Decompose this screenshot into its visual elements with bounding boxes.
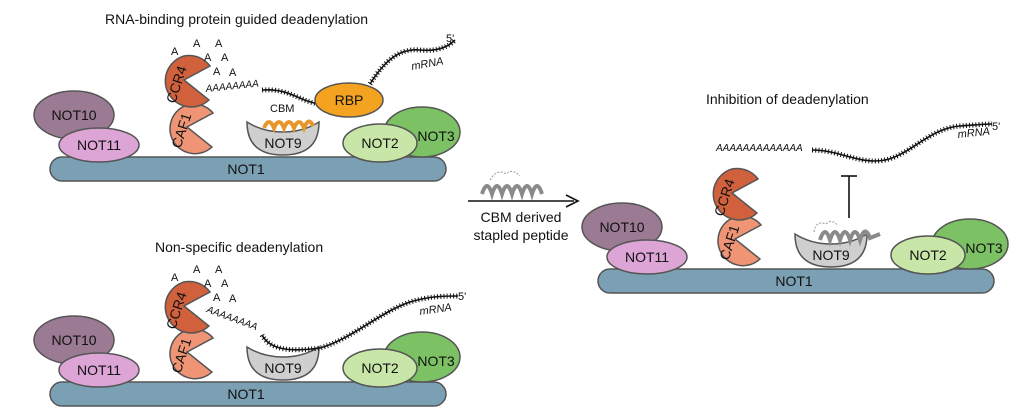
not1-label: NOT1 (775, 273, 813, 289)
not2-label: NOT2 (909, 247, 947, 263)
panel-title: Inhibition of deadenylation (706, 91, 869, 107)
free-adenosine: A (229, 293, 237, 305)
not10-label: NOT10 (51, 332, 96, 348)
rbp-label: RBP (335, 92, 364, 108)
free-adenosine: A (171, 46, 179, 58)
five-prime-label: 5' (446, 33, 454, 45)
not1-label: NOT1 (227, 161, 265, 177)
not11-subunit (606, 239, 688, 275)
free-adenosine: A (215, 264, 223, 276)
caf1-subunit (169, 328, 215, 380)
mrna-ticks (261, 87, 321, 107)
free-adenosine: A (229, 67, 237, 79)
five-prime-label: 5' (992, 121, 1000, 133)
not2-subunit (342, 348, 418, 388)
not2-subunit (342, 123, 418, 163)
not3-label: NOT3 (417, 128, 455, 144)
mrna-strand (261, 295, 459, 351)
not9-label: NOT9 (264, 360, 302, 376)
free-adenosine: A (221, 278, 229, 290)
not9-subunit (246, 345, 320, 381)
free-adenosine: A (213, 292, 221, 304)
ccr4-subunit (712, 167, 760, 221)
rbp-protein (314, 82, 384, 118)
caf1-subunit (717, 215, 763, 267)
ccr4-subunit (164, 280, 212, 334)
not1-bar (49, 381, 447, 407)
not2-label: NOT2 (361, 135, 399, 151)
arrow-caption-line1: CBM derived (481, 209, 562, 225)
not11-label: NOT11 (77, 137, 121, 153)
not10-label: NOT10 (599, 219, 644, 235)
mrna-label: mRNA (957, 126, 990, 141)
not1-bar (597, 268, 995, 294)
not1-label: NOT1 (227, 386, 265, 402)
not2-label: NOT2 (361, 360, 399, 376)
mrna-label: mRNA (410, 56, 444, 73)
mrna-label: mRNA (419, 302, 453, 318)
not11-label: NOT11 (77, 362, 121, 378)
cbm-helix (262, 119, 315, 134)
panel-rbp-guided: RNA-binding protein guided deadenylation… (33, 11, 461, 182)
mrna-ticks-5p (367, 38, 457, 86)
stapled-peptide-icon (480, 184, 544, 201)
transition-arrow: CBM derived stapled peptide (468, 170, 580, 243)
caf1-subunit (169, 103, 215, 155)
not2-subunit (890, 235, 966, 275)
free-adenosine: A (215, 38, 223, 50)
mrna-strand (811, 123, 993, 162)
panel-non-specific: Non-specific deadenylation NOT1 NOT10 NO… (33, 239, 466, 407)
ccr4-subunit (164, 54, 212, 108)
free-adenosine: A (193, 264, 201, 276)
not1-bar (49, 156, 447, 182)
poly-a-tail: AAAAAAAA (204, 304, 259, 333)
poly-a-tail: AAAAAAAA (204, 78, 260, 95)
free-adenosine: A (193, 38, 201, 50)
not9-label: NOT9 (264, 135, 302, 151)
panel-inhibition: Inhibition of deadenylation NOT1 NOT10 N… (581, 91, 1009, 294)
stapled-peptide (818, 229, 881, 247)
arrow-head-icon (565, 194, 580, 208)
poly-a-tail: AAAAAAAAAAAAA (715, 143, 803, 154)
free-adenosine: A (171, 272, 179, 284)
panel-title: RNA-binding protein guided deadenylation (105, 11, 368, 27)
cbm-label: CBM (270, 103, 294, 115)
not10-label: NOT10 (51, 107, 96, 123)
not3-label: NOT3 (965, 240, 1003, 256)
free-adenosine: A (204, 278, 212, 290)
arrow-caption-line2: stapled peptide (474, 227, 569, 243)
free-adenosine: A (204, 52, 212, 64)
free-adenosine: A (221, 52, 229, 64)
not11-label: NOT11 (625, 249, 669, 265)
not9-subunit (246, 120, 320, 156)
not11-subunit (58, 352, 140, 388)
panel-title: Non-specific deadenylation (155, 239, 323, 255)
not3-label: NOT3 (417, 353, 455, 369)
five-prime-label: 5' (458, 291, 466, 303)
staple-linker-icon (489, 170, 521, 181)
not11-subunit (58, 127, 140, 163)
not9-label: NOT9 (812, 247, 850, 263)
free-adenosine: A (213, 66, 221, 78)
